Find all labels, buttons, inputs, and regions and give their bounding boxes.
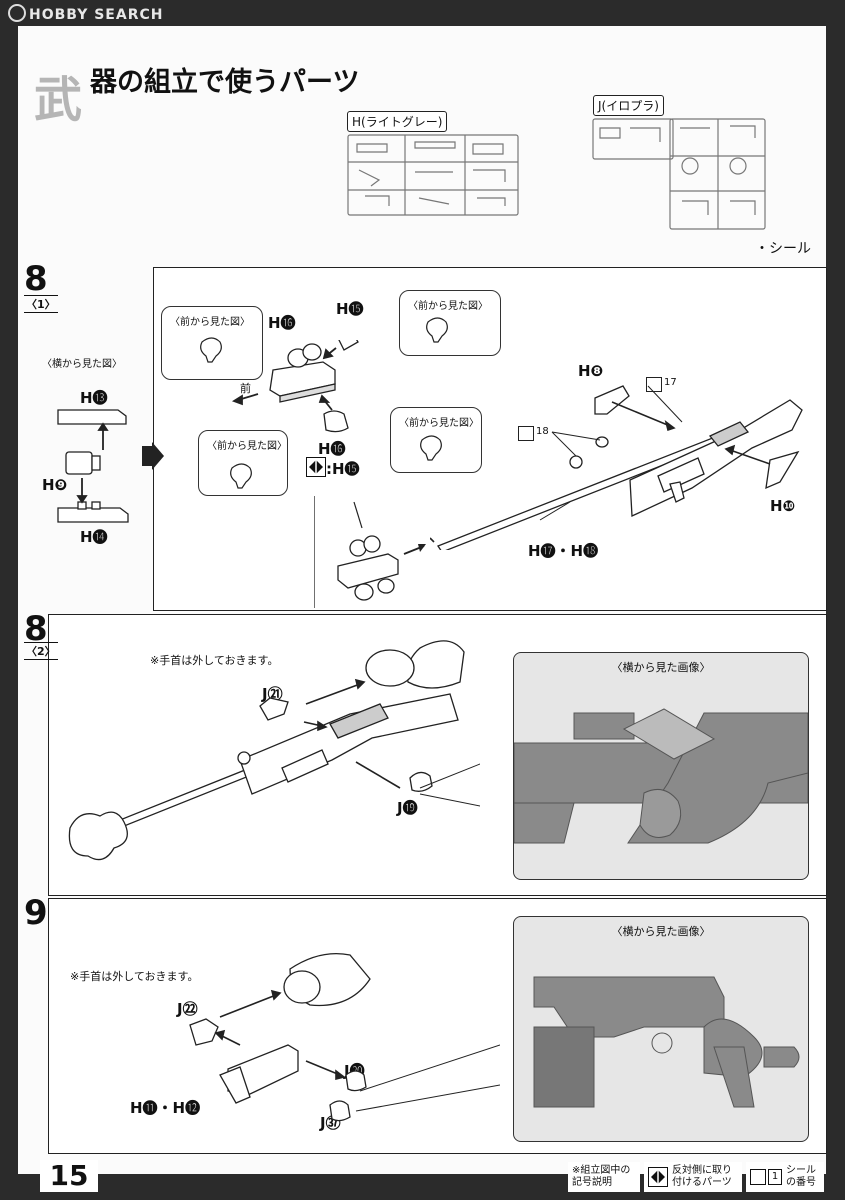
seal-legend-number: 1 (768, 1169, 782, 1185)
watermark: HOBBY SEARCH (8, 4, 163, 23)
legend-seal: 1 シール の番号 (746, 1162, 824, 1192)
rifle-side-photo (514, 708, 808, 844)
runner-j-diagram (592, 118, 766, 230)
label-h8: H❽ (578, 362, 604, 380)
seal-legend-icon (750, 1169, 766, 1185)
gear-icon (8, 4, 26, 22)
step8-1-number: 8 (24, 259, 48, 299)
front-view-bubble-2: 〈前から見た図〉 (399, 290, 501, 356)
runner-h-label: H(ライトグレー) (347, 111, 448, 132)
runner-j-label: J(イロプラ) (593, 95, 664, 116)
step8-2-substep: 〈2〉 (24, 642, 58, 660)
label-h11-h12: H⓫・H⓬ (130, 1099, 201, 1117)
label-h16-bottom: H⓰ (318, 440, 346, 458)
step8-2-note: ※手首は外しておきます。 (150, 654, 279, 667)
title-first-char: 武 (34, 72, 83, 128)
label-h9: H❾ (42, 476, 68, 494)
label-h15: H⓯ (336, 300, 364, 318)
mirror-legend-icon (648, 1167, 668, 1187)
step8-2-photo: 〈横から見た画像〉 (513, 652, 809, 880)
arrow-right-icon (142, 442, 164, 470)
page-title: 器の組立で使うパーツ (90, 67, 360, 98)
legend-title: ※組立図中の 記号説明 (568, 1162, 640, 1192)
stock-closeup-diagram (314, 496, 426, 608)
legend-mirror: 反対側に取り 付けるパーツ (644, 1162, 742, 1192)
seal-note: ・シール (755, 241, 811, 257)
handgun-side-photo (533, 976, 800, 1108)
label-h17-h18: H⓱・H⓲ (528, 542, 599, 560)
label-mirror-h15: :H⓯ (326, 460, 360, 478)
side-view-caption: 〈横から見た図〉 (42, 359, 122, 370)
label-j19: J⓳ (397, 799, 418, 817)
label-j21: J㉑ (262, 685, 283, 703)
side-view-diagram (57, 409, 129, 523)
page-number: 15 (40, 1160, 98, 1192)
step9-note: ※手首は外しておきます。 (70, 970, 199, 983)
rifle-diagram (430, 385, 803, 550)
label-h14: H⓮ (80, 528, 108, 546)
seal-number-18: 18 (536, 426, 549, 437)
step9-number: 9 (24, 893, 48, 933)
step8-2-number: 8 (24, 609, 48, 649)
runner-h-diagram (347, 134, 519, 216)
step9-photo: 〈横から見た画像〉 (513, 916, 809, 1142)
label-front: 前 (240, 382, 251, 395)
bubble-part-shapes (200, 317, 448, 489)
label-h10: H❿ (770, 497, 796, 515)
rifle-grip-diagram (68, 640, 480, 861)
seal-number-17: 17 (664, 377, 677, 388)
step8-1-substep: 〈1〉 (24, 295, 58, 313)
stock-assembly-diagram (231, 340, 359, 433)
label-h16-top: H⓰ (268, 314, 296, 332)
label-j22: J㉒ (177, 1000, 198, 1018)
seal-icon-18 (518, 426, 534, 441)
label-h13: H⓭ (80, 389, 108, 407)
handgun-diagram (189, 952, 500, 1122)
mirror-part-icon (306, 457, 326, 477)
